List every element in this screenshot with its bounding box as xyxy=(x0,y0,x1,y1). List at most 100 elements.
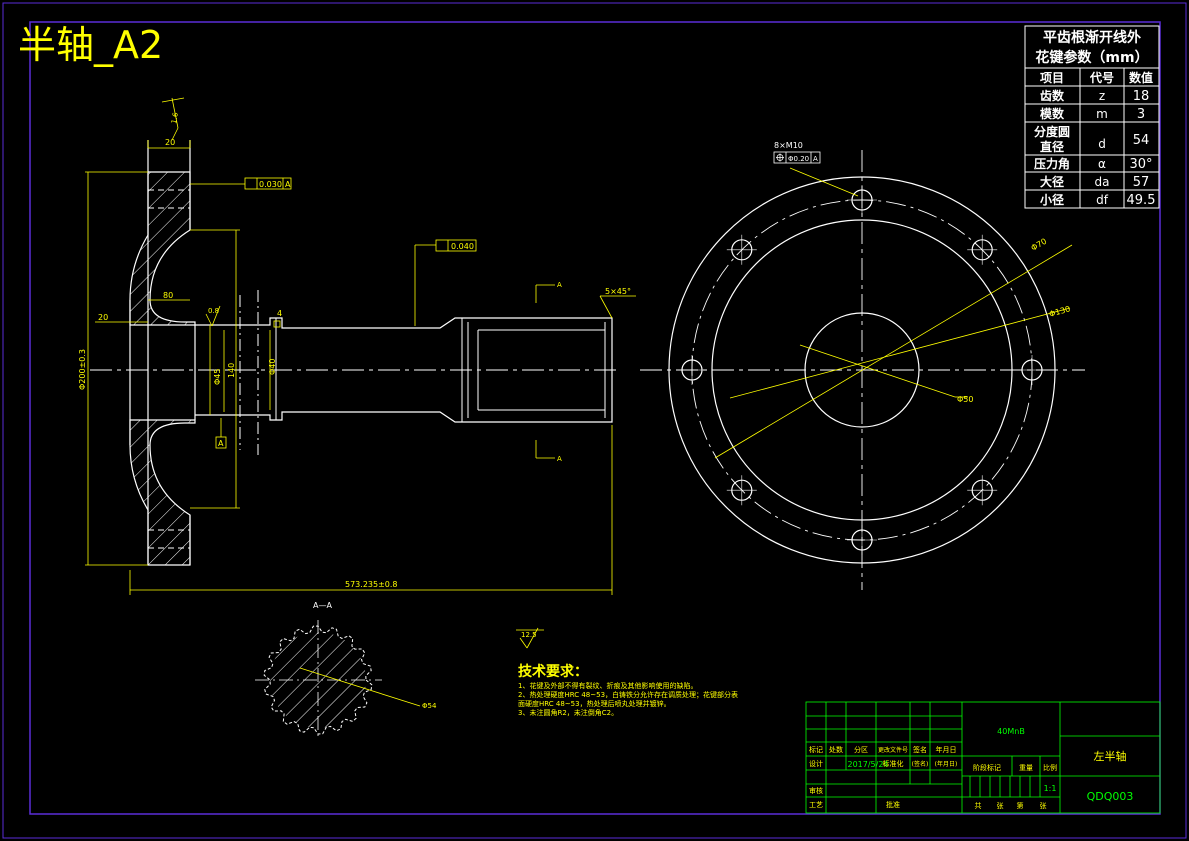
spline-section xyxy=(255,620,421,740)
tech-req-heading: 技术要求： xyxy=(518,663,588,680)
section-a-bottom: A xyxy=(557,455,562,463)
tb-label-process: 工艺 xyxy=(809,801,823,809)
flange-upper-section xyxy=(129,171,196,326)
side-view-dimensions xyxy=(85,97,636,595)
table-row-teeth-value: 18 xyxy=(1133,89,1150,104)
spline-teeth xyxy=(263,625,373,735)
tb-design-date: 2017/5/24 xyxy=(847,760,888,769)
table-caption-1: 平齿根渐开线外 xyxy=(1043,29,1141,46)
position-tol: Φ0.20 xyxy=(788,155,809,163)
tb-part-name: 左半轴 xyxy=(1094,749,1127,763)
tb-material: 40MnB xyxy=(997,727,1025,736)
table-row-pitch-item-2: 直径 xyxy=(1040,139,1064,154)
table-row-pitch-item-1: 分度圆 xyxy=(1034,124,1070,139)
dim-flange-dia: Φ200±0.3 xyxy=(78,349,87,390)
tb-drawing-no: QDQ003 xyxy=(1087,790,1134,803)
tb-label-sign: 签名 xyxy=(913,745,927,754)
roughness-2: 0.8 xyxy=(208,307,219,315)
tb-label-stage: 阶段标记 xyxy=(973,763,1001,772)
table-row-angle-item: 压力角 xyxy=(1034,156,1070,171)
table-row-module-item: 模数 xyxy=(1040,106,1065,121)
runout-frame-1 xyxy=(244,177,292,190)
table-row-major-value: 57 xyxy=(1133,175,1150,190)
position-tol-frame xyxy=(773,151,821,164)
table-row-module-code: m xyxy=(1096,107,1108,121)
tb-label-mark: 标记 xyxy=(809,745,823,754)
tb-label-change: 更改文件号 xyxy=(878,746,908,754)
tb-label-sheet-no: 第 xyxy=(1017,801,1024,810)
table-caption-2: 花键参数（mm） xyxy=(1035,49,1148,66)
finish-symbol xyxy=(516,627,544,649)
dim-dia-70: Φ70 xyxy=(1030,237,1049,253)
tb-label-design: 设计 xyxy=(809,759,823,768)
flange-lower-section xyxy=(129,419,196,566)
tech-req-3: 面硬度HRC 48~53，热处理后喷丸处理并镀锌。 xyxy=(518,699,671,708)
dim-overall-length: 573.235±0.8 xyxy=(345,580,398,589)
table-row-minor-code: df xyxy=(1096,193,1109,207)
table-row-major-item: 大径 xyxy=(1040,174,1064,189)
table-row-angle-code: α xyxy=(1098,157,1106,171)
front-view-dimensions xyxy=(714,167,1073,459)
table-header-value: 数值 xyxy=(1129,70,1153,85)
tb-label-weight: 重量 xyxy=(1019,764,1033,772)
inner-frame xyxy=(29,21,1161,815)
tb-label-sheet: 张 xyxy=(1040,801,1047,810)
runout-tol-2: 0.040 xyxy=(451,242,474,251)
shaft-side-view xyxy=(90,140,620,566)
table-row-teeth-item: 齿数 xyxy=(1040,88,1065,103)
datum-a: A xyxy=(218,439,224,448)
runout-datum-1: A xyxy=(285,180,291,189)
dim-journal-dia: Φ45 xyxy=(213,369,222,385)
tb-label-count: 处数 xyxy=(829,745,843,754)
title-block xyxy=(805,701,1161,814)
table-row-pitch-code: d xyxy=(1098,137,1106,151)
key-mark-box xyxy=(273,320,281,328)
spline-tooth-profile xyxy=(263,625,373,735)
dim-spline-dia: Φ54 xyxy=(422,702,437,710)
runout-tol-1: 0.030 xyxy=(259,180,282,189)
drawing-title: 半轴_A2 xyxy=(18,23,163,67)
roughness-1: 1.6 xyxy=(170,111,180,124)
position-datum: A xyxy=(813,155,818,163)
dim-chamfer: 5×45° xyxy=(605,287,631,296)
tb-label-date: 年月日 xyxy=(936,745,957,754)
tb-label-standardize: 标准化 xyxy=(883,759,904,768)
table-row-pitch-value: 54 xyxy=(1133,133,1150,148)
table-row-module-value: 3 xyxy=(1137,107,1145,122)
dim-small-step: 4 xyxy=(277,309,282,318)
section-a-top: A xyxy=(557,281,562,289)
section-label: A—A xyxy=(313,601,332,610)
table-row-major-code: da xyxy=(1095,175,1110,189)
runout-frame-2 xyxy=(435,239,477,252)
table-header-item: 项目 xyxy=(1040,71,1064,85)
tb-label-total: 共 xyxy=(975,801,982,810)
tech-req-4: 3、未注圆角R2，未注倒角C2。 xyxy=(518,708,618,717)
tb-label-scale: 比例 xyxy=(1043,763,1057,772)
dim-shaft-dia: Φ40 xyxy=(268,359,277,375)
tb-label-zone: 分区 xyxy=(854,745,868,754)
table-header-code: 代号 xyxy=(1089,70,1114,85)
tb-label-sign2: (签名) xyxy=(912,760,929,768)
dim-hole-pattern: 8×M10 xyxy=(774,141,803,150)
bolt-holes xyxy=(677,185,1047,555)
finish-value: 12.5 xyxy=(521,631,537,639)
dim-left-offset: 20 xyxy=(98,313,108,322)
table-row-angle-value: 30° xyxy=(1129,157,1152,172)
dim-dia-130: Φ130 xyxy=(1048,304,1071,319)
dim-bore-dia: 140 xyxy=(227,363,236,378)
dim-hub-length: 80 xyxy=(163,291,173,300)
table-row-minor-value: 49.5 xyxy=(1127,193,1156,208)
spline-parameter-table xyxy=(1024,25,1160,209)
tb-label-review: 审核 xyxy=(809,786,823,795)
tech-req-2: 2、热处理硬度HRC 48~53，白铸铁分允许存在调质处理；花键部分表 xyxy=(518,690,738,699)
table-row-teeth-code: z xyxy=(1099,89,1105,103)
tb-label-date2: (年月日) xyxy=(935,760,958,768)
tb-label-sheets: 张 xyxy=(997,801,1004,810)
tb-scale: 1:1 xyxy=(1044,784,1057,793)
dim-flange-thickness: 20 xyxy=(165,138,175,147)
dim-dia-50: Φ50 xyxy=(957,395,973,404)
table-row-minor-item: 小径 xyxy=(1040,192,1064,207)
tech-req-1: 1、花键及外部不得有裂纹、折痕及其他影响使用的缺陷。 xyxy=(518,681,697,690)
